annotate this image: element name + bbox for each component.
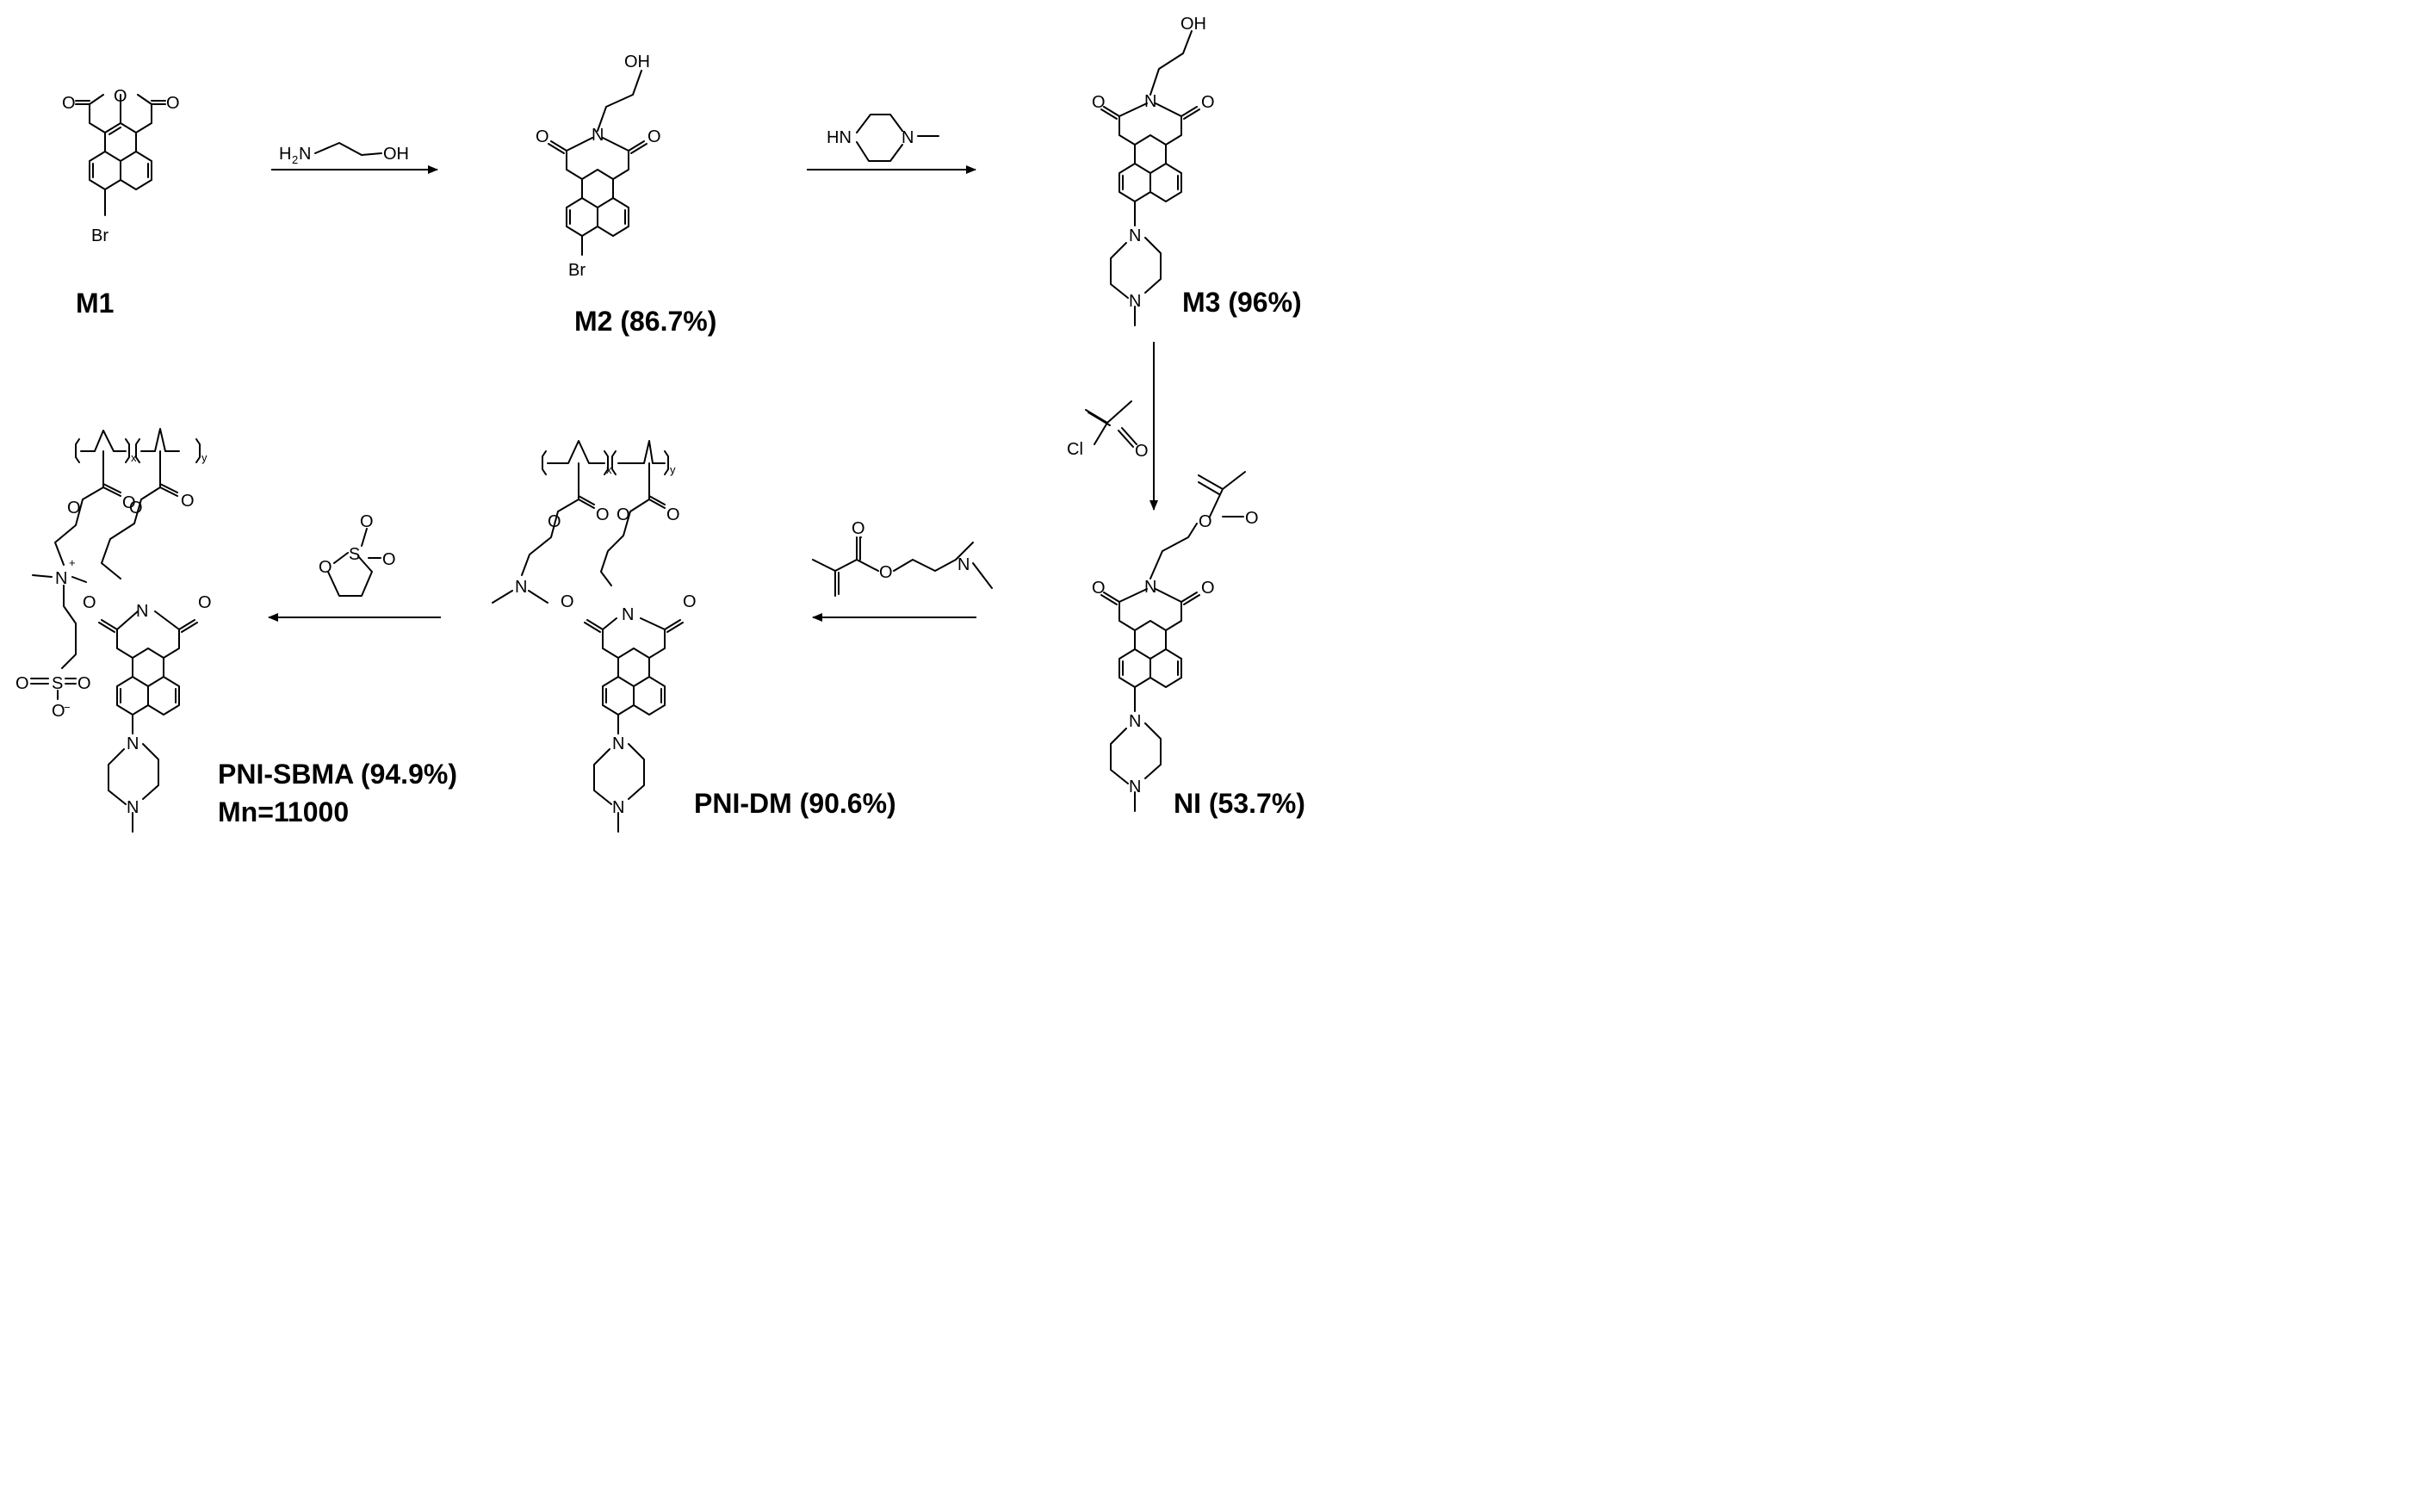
- atom-o: O: [561, 592, 574, 611]
- arrow-m1-m2: H 2 N OH: [271, 142, 438, 174]
- atom-o: O: [648, 127, 661, 146]
- atom-o: O: [67, 499, 81, 517]
- atom-o: O: [1092, 579, 1106, 598]
- atom-n: N: [127, 734, 139, 753]
- atom-o: O: [52, 702, 65, 721]
- atom-o: O: [15, 674, 29, 693]
- arrow-pnidm-pnisbma: O S O O: [268, 512, 441, 622]
- atom-o: O: [1135, 442, 1149, 461]
- atom-o: O: [382, 550, 396, 569]
- arrow-ni-pnidm: O O N: [812, 519, 993, 622]
- atom-o: O: [114, 87, 127, 106]
- structure-pni-dm: x y O O O O N O N O N N: [492, 440, 697, 833]
- atom-n: N: [612, 734, 624, 753]
- label-m1: M1: [76, 288, 114, 319]
- structure-pni-sbma: x y O O O O N + N O O O S O O − N N: [15, 428, 212, 833]
- atom-o: O: [62, 94, 76, 113]
- label-pni-dm: PNI-DM (90.6%): [694, 788, 896, 819]
- atom-s: S: [349, 545, 360, 564]
- subscript-2: 2: [292, 153, 298, 166]
- atom-o: O: [852, 519, 865, 538]
- atom-o: O: [617, 505, 630, 524]
- atom-s: S: [52, 674, 63, 693]
- atom-n: N: [592, 126, 604, 145]
- label-ni: NI (53.7%): [1174, 788, 1305, 819]
- atom-o: O: [683, 592, 697, 611]
- atom-n: N: [299, 145, 311, 164]
- atom-oh: OH: [383, 145, 409, 164]
- atom-o: O: [166, 94, 180, 113]
- atom-n: N: [612, 798, 624, 817]
- atom-o: O: [666, 505, 680, 524]
- atom-n: N: [622, 605, 634, 624]
- subscript-x: x: [131, 451, 137, 464]
- atom-oh: OH: [1180, 15, 1206, 34]
- atom-o: O: [548, 512, 561, 531]
- atom-n: N: [1129, 226, 1141, 245]
- atom-n: N: [55, 569, 67, 588]
- atom-o: O: [198, 593, 212, 612]
- atom-n: N: [1144, 92, 1156, 111]
- atom-o: O: [319, 558, 332, 577]
- arrow-m2-m3: HN N: [807, 114, 976, 174]
- subscript-y: y: [670, 463, 676, 476]
- charge-minus: −: [64, 701, 71, 714]
- label-m3: M3 (96%): [1182, 287, 1302, 318]
- atom-n: N: [1129, 778, 1141, 796]
- arrow-m3-ni: Cl O: [1067, 342, 1158, 511]
- atom-cl: Cl: [1067, 440, 1083, 459]
- atom-o: O: [83, 593, 96, 612]
- atom-n: N: [1129, 292, 1141, 311]
- atom-o: O: [879, 563, 893, 582]
- atom-o: O: [1201, 579, 1215, 598]
- label-pni-sbma-mn: Mn=11000: [218, 796, 349, 827]
- structure-ni: O N O O O N N: [1092, 471, 1259, 812]
- atom-o: O: [1092, 93, 1106, 112]
- atom-o: O: [360, 512, 374, 531]
- atom-o: O: [129, 499, 143, 517]
- atom-o: O: [181, 492, 195, 511]
- atom-o: O: [77, 674, 91, 693]
- atom-o: O: [1245, 509, 1259, 528]
- atom-n: N: [136, 602, 148, 621]
- atom-n: N: [957, 555, 970, 574]
- atom-o: O: [122, 493, 136, 512]
- atom-br: Br: [568, 261, 586, 280]
- label-pni-sbma: PNI-SBMA (94.9%): [218, 759, 457, 790]
- atom-o: O: [536, 127, 549, 146]
- atom-hn: HN: [827, 128, 852, 147]
- atom-br: Br: [91, 226, 108, 245]
- structure-m2: O N O OH Br: [536, 53, 661, 280]
- charge-plus: +: [69, 556, 76, 569]
- structure-m1: O O O Br: [62, 87, 180, 245]
- label-m2: M2 (86.7%): [574, 306, 716, 337]
- atom-o: O: [1201, 93, 1215, 112]
- atom-n: N: [515, 578, 527, 597]
- atom-n: N: [1129, 712, 1141, 731]
- atom-n: N: [1144, 578, 1156, 597]
- atom-o: O: [1199, 512, 1212, 531]
- atom-n: N: [127, 798, 139, 817]
- reaction-scheme: O O O Br M1 H 2 N OH O N O OH Br M2 (86.…: [15, 15, 1305, 833]
- subscript-x: x: [606, 463, 612, 476]
- atom-h: H: [279, 145, 291, 164]
- atom-o: O: [596, 505, 610, 524]
- subscript-y: y: [201, 451, 208, 464]
- atom-oh: OH: [624, 53, 650, 71]
- structure-m3: O N O OH N N: [1092, 15, 1215, 326]
- atom-n: N: [902, 128, 914, 147]
